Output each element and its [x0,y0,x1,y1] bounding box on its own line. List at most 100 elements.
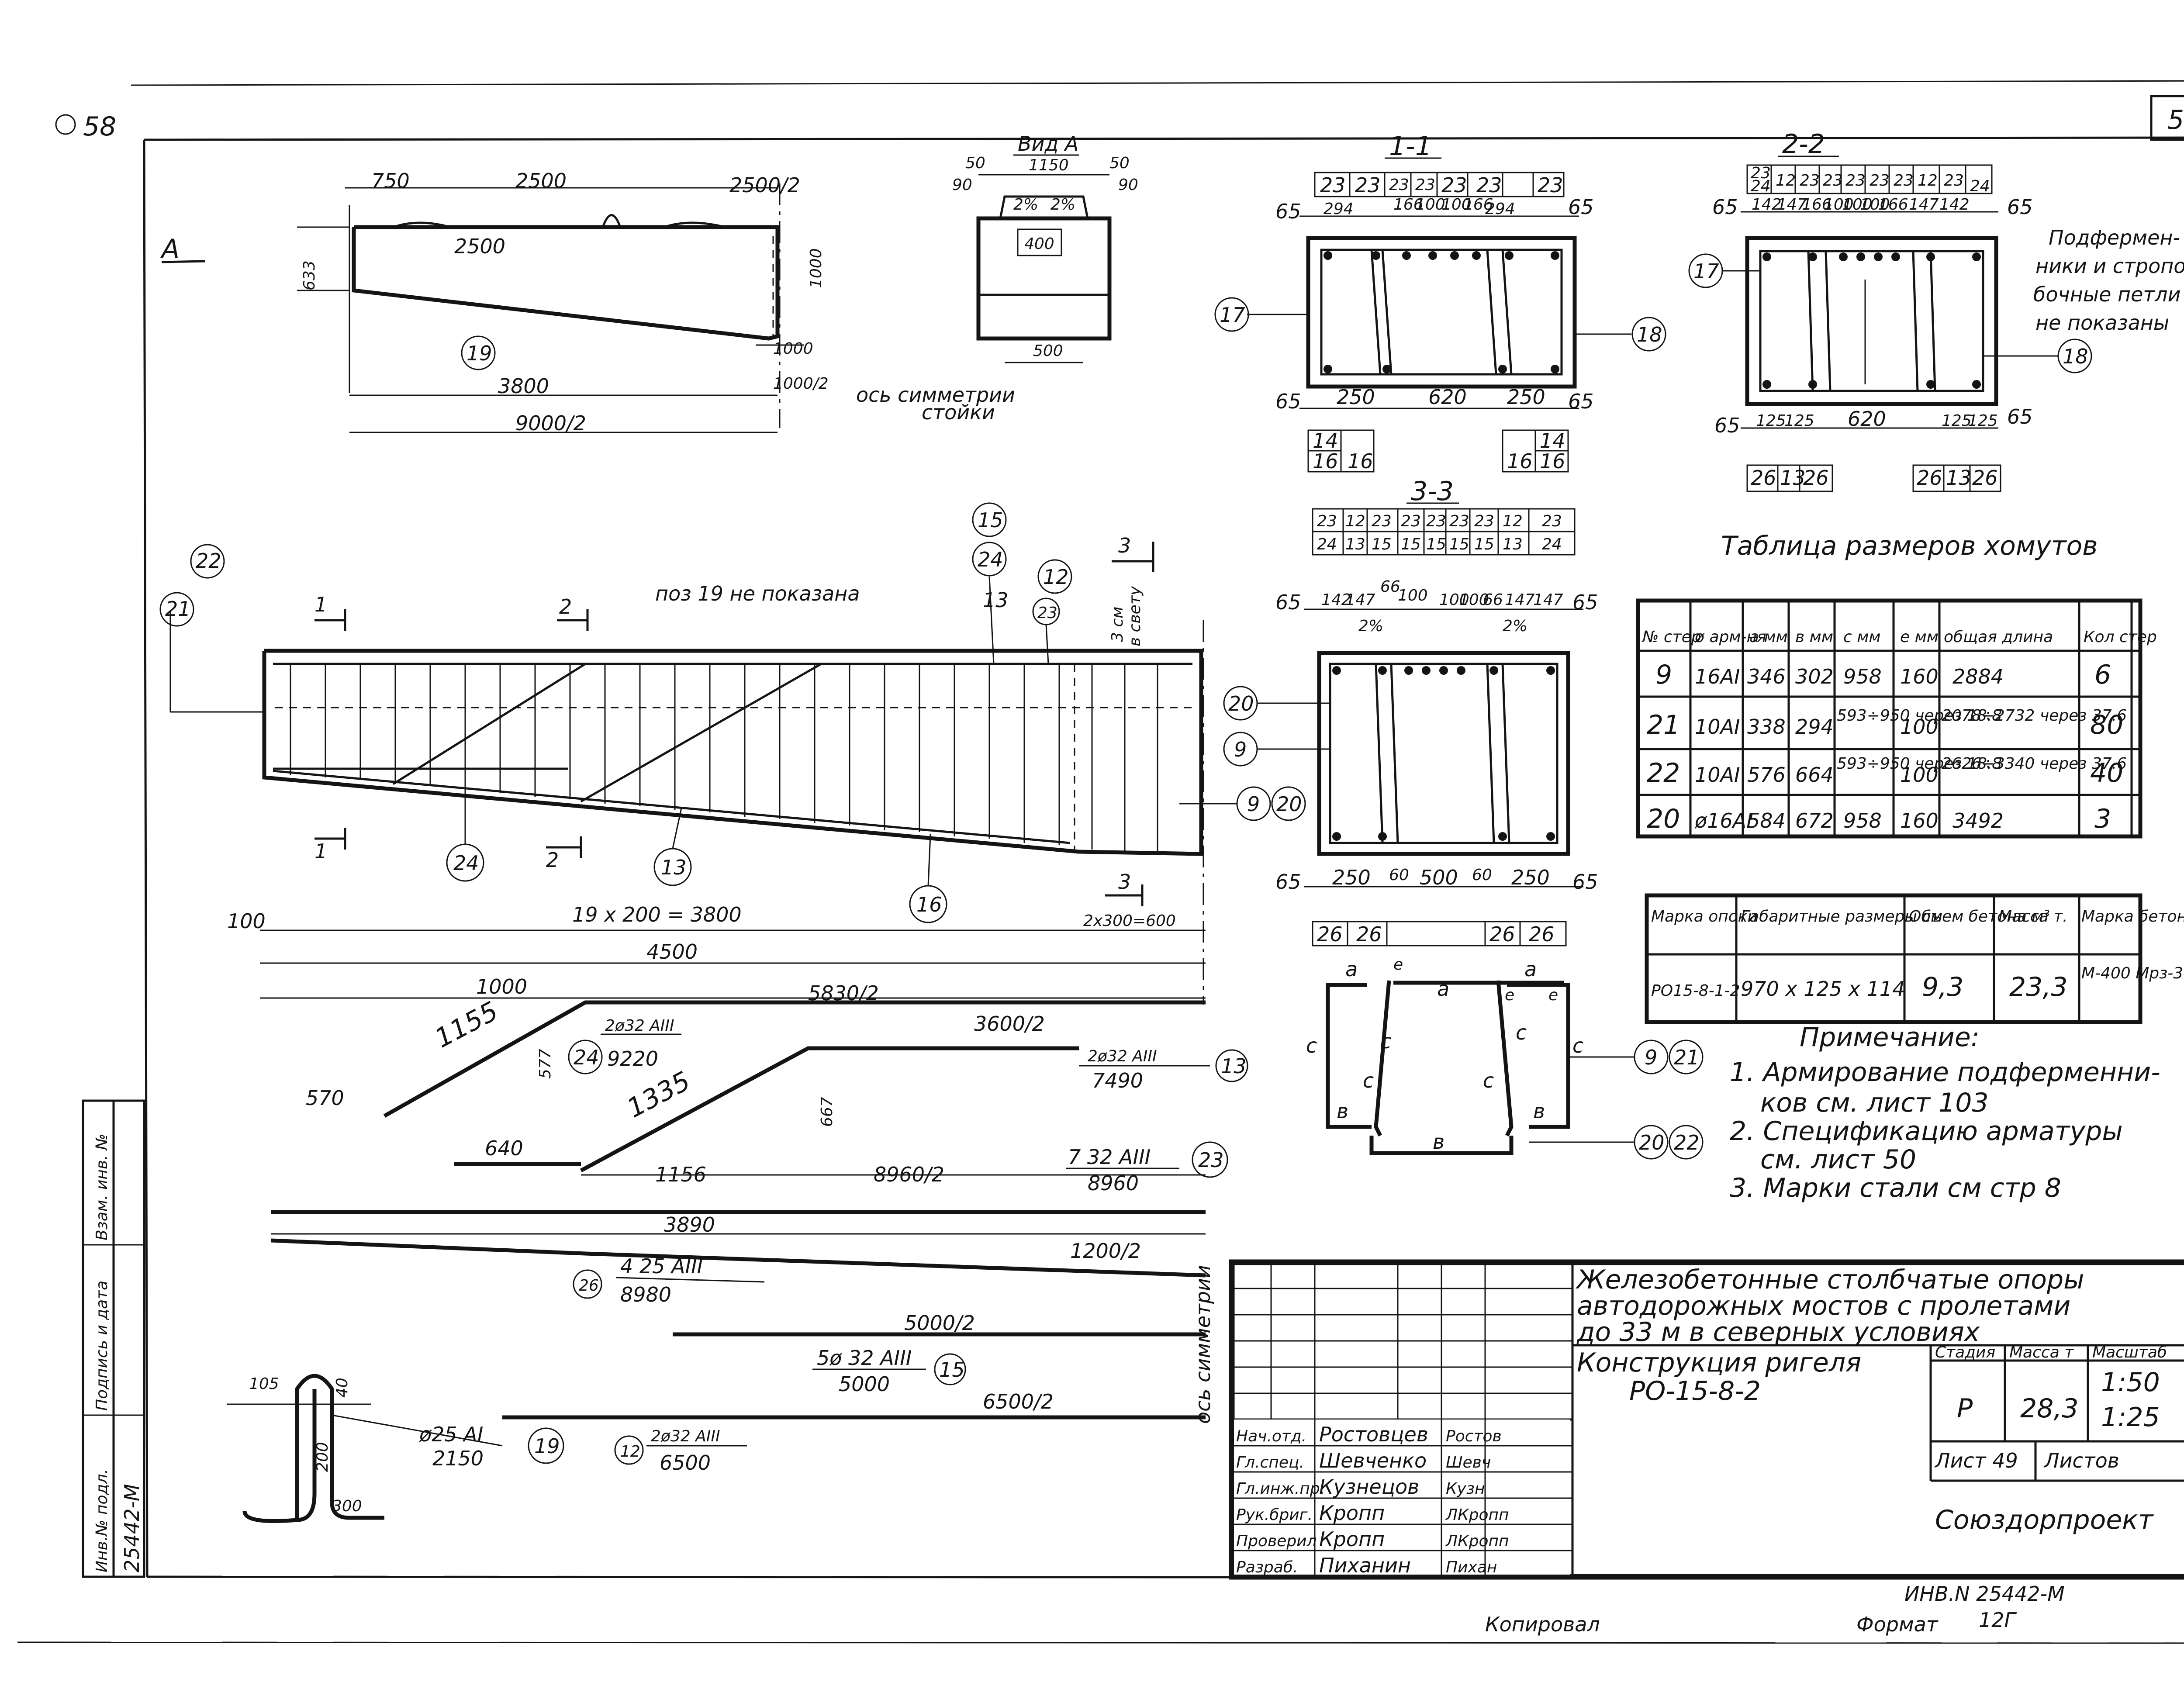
stirrup-pos-22: 22 [1674,1131,1700,1154]
svg-text:65: 65 [1568,390,1594,413]
svg-text:Кузнецов: Кузнецов [1319,1475,1419,1499]
svg-text:2500/2: 2500/2 [729,173,800,197]
svg-text:294: 294 [1485,200,1515,218]
svg-text:Кол стер: Кол стер [2084,628,2157,646]
svg-text:2%: 2% [1051,196,1075,214]
svg-text:2: 2 [559,595,572,618]
svg-text:23: 23 [1372,512,1392,530]
svg-text:60: 60 [1472,866,1492,884]
svg-text:c: c [1306,1034,1317,1057]
svg-text:664: 664 [1795,763,1834,787]
svg-text:672: 672 [1795,809,1834,832]
section-3-bottom-cells: 26 26 26 26 [1312,921,1567,946]
inv-label: Инв.№ подл. [93,1469,111,1572]
svg-text:Пихан: Пихан [1446,1558,1497,1576]
svg-text:125: 125 [1968,412,1998,430]
svg-text:166: 166 [1802,196,1832,214]
section-2-top-cells: 23 24 12 23 23 23 23 23 12 23 24 [1746,164,1993,195]
svg-text:1000/2: 1000/2 [773,375,829,393]
svg-text:e: e [1548,986,1558,1004]
svg-text:9000/2: 9000/2 [515,411,586,435]
svg-text:в: в [1433,1130,1444,1154]
svg-text:22: 22 [1647,758,1680,788]
svg-text:125: 125 [1756,412,1786,430]
svg-text:65: 65 [2007,405,2033,428]
svg-text:100: 100 [1415,196,1445,214]
svg-text:e мм: e мм [1900,628,1939,646]
svg-text:Железобетонные столбчатые опор: Железобетонные столбчатые опоры [1575,1264,2084,1295]
copied-by: Копировал [1485,1613,1600,1636]
svg-text:100: 100 [1439,591,1469,609]
svg-text:16: 16 [1540,449,1565,473]
svg-text:2500: 2500 [454,235,505,258]
svg-text:6500: 6500 [660,1451,711,1475]
svg-text:2ø32 АIII: 2ø32 АIII [651,1427,720,1445]
svg-text:c: c [1572,1034,1583,1057]
svg-text:250: 250 [1507,385,1545,409]
svg-text:300: 300 [332,1497,362,1515]
elevation-stirrups [290,664,1158,852]
svg-text:166: 166 [1393,196,1424,214]
svg-text:23: 23 [1538,173,1563,197]
svg-text:9: 9 [1655,660,1672,690]
svg-text:23: 23 [1401,512,1421,530]
svg-text:50: 50 [965,154,985,172]
svg-text:Лист 49: Лист 49 [1934,1449,2018,1472]
svg-text:10АI: 10АI [1695,715,1740,739]
svg-text:13: 13 [1946,466,1972,490]
section-2-rebars [1762,252,1981,389]
svg-text:№ стер: № стер [1641,628,1701,646]
view-a-marker: А [160,234,180,264]
svg-text:e: e [1393,956,1403,974]
svg-text:667: 667 [818,1097,836,1127]
svg-text:19 х 200 = 3800: 19 х 200 = 3800 [572,903,742,926]
page-number-box: 58 [2150,95,2184,141]
svg-text:24: 24 [1542,535,1562,553]
svg-text:Кропп: Кропп [1319,1527,1385,1551]
elevation-pos-24: 24 [453,851,479,875]
svg-text:2150: 2150 [432,1447,484,1470]
svg-text:12: 12 [1918,172,1938,190]
drawing-code: РО-15-8-2 [1629,1376,1761,1406]
svg-text:Кузн: Кузн [1446,1480,1485,1498]
svg-text:24: 24 [1751,177,1771,195]
svg-text:Гл.спец.: Гл.спец. [1236,1454,1304,1471]
svg-text:в свету: в свету [1126,586,1144,646]
svg-text:28,3: 28,3 [2020,1393,2079,1424]
svg-text:160: 160 [1900,809,1939,832]
svg-text:750: 750 [371,169,410,193]
stirrup-table-row-2: 21 10АI 338 294 593÷950 через 18.8 100 2… [1647,707,2127,740]
svg-text:58: 58 [83,111,116,142]
svg-text:2626÷3340 через 37.6: 2626÷3340 через 37.6 [1942,755,2127,773]
svg-text:см. лист 50: см. лист 50 [1760,1144,1916,1175]
svg-text:958: 958 [1843,665,1882,688]
svg-text:100: 100 [1860,196,1890,214]
svg-text:Масса т: Масса т [2009,1344,2074,1361]
svg-text:23: 23 [1823,172,1843,190]
svg-text:ø25 АI: ø25 АI [419,1423,483,1446]
stirrup-table-row-3: 22 10АI 576 664 593÷950 через 18.8 100 2… [1647,755,2127,788]
svg-text:2%: 2% [1503,617,1527,635]
svg-text:26: 26 [1751,466,1776,490]
svg-text:в: в [1337,1099,1348,1123]
svg-text:3800: 3800 [498,374,549,398]
section-3-top-cells: 23 12 23 23 23 23 23 12 23 24 13 15 15 1… [1312,508,1576,556]
left-binding-strip: Инв.№ подл. 25442-М Подпись и дата Взам.… [82,1099,145,1578]
organization: Союздорпроект [1935,1505,2154,1535]
bar-24-pos: 24 [574,1046,599,1069]
svg-text:21: 21 [1647,710,1680,740]
svg-text:65: 65 [1275,390,1301,413]
elevation-note: поз 19 не показана [655,582,860,605]
section-2-pos-18: 18 [2063,345,2088,368]
svg-text:294: 294 [1795,715,1834,739]
svg-text:Листов: Листов [2043,1449,2119,1472]
svg-text:3492: 3492 [1952,809,2004,832]
svg-text:65: 65 [2007,195,2033,219]
svg-text:23: 23 [1426,512,1446,530]
format-value: 12Г [1979,1608,2017,1632]
svg-text:620: 620 [1848,407,1886,431]
svg-text:23: 23 [1474,512,1494,530]
svg-text:2х300=600: 2х300=600 [1083,912,1176,930]
elevation-pos-22: 22 [196,549,221,573]
